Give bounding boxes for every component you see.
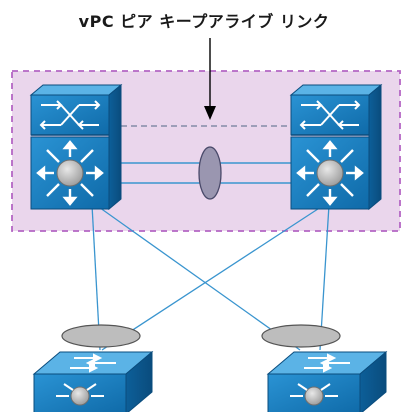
uplink-lines [91,204,330,351]
nexus-core-switch-icon [29,83,123,211]
keepalive-link-label: vPC ピア キープアライブ リンク [78,12,330,31]
access-bundle-right [261,324,341,348]
nexus-core-switch-icon [289,83,383,211]
pointer-arrow [204,38,216,120]
access-bundle-left [61,324,141,348]
access-switch-icon [32,350,154,412]
peer-link-bundle [198,146,222,200]
access-switch-icon [266,350,388,412]
